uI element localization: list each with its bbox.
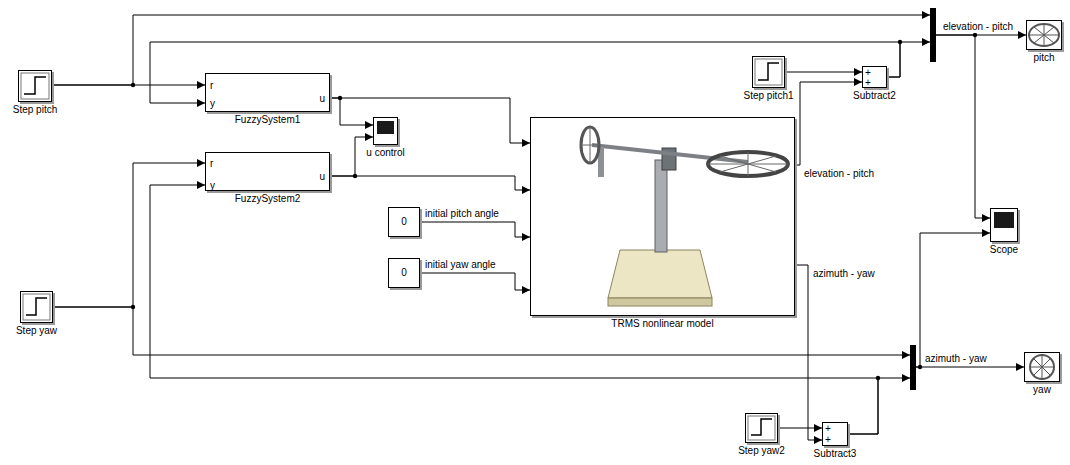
signal-label: elevation - pitch xyxy=(942,21,1014,33)
signal-line xyxy=(420,222,530,237)
block-name: Step pitch1 xyxy=(743,90,793,102)
block-name: TRMS nonlinear model xyxy=(611,318,713,330)
port-label: u xyxy=(319,93,325,105)
fuzzy-block: ryuFuzzySystem1 xyxy=(205,73,330,112)
block-name: Step pitch xyxy=(13,104,57,116)
block-name: u control xyxy=(366,147,404,159)
plant-block: TRMS nonlinear model xyxy=(530,117,795,316)
step-icon xyxy=(21,73,49,99)
sum-block: ++Subtract3 xyxy=(822,422,848,446)
signal-line xyxy=(916,367,1024,368)
step-curve xyxy=(751,419,772,435)
block-name: Step yaw xyxy=(16,325,57,337)
block-name: FuzzySystem2 xyxy=(235,193,301,205)
tail-rotor-spokes xyxy=(581,127,599,163)
signal-line xyxy=(936,35,990,218)
signal-label: elevation - pitch xyxy=(803,168,875,180)
signal-line xyxy=(848,378,910,434)
signal-line xyxy=(330,176,530,190)
signal-line xyxy=(795,82,862,165)
signal-label: azimuth - yaw xyxy=(812,268,876,280)
port-label: y xyxy=(210,180,215,192)
signal-line xyxy=(330,98,530,143)
tail-rotor xyxy=(581,127,599,163)
scope-screen xyxy=(377,121,394,134)
step-block: Step pitch1 xyxy=(752,56,785,88)
port-label: + xyxy=(825,434,831,446)
scope-block: u control xyxy=(373,117,398,145)
wheel-spokes xyxy=(1029,24,1059,46)
block-name: pitch xyxy=(1033,52,1054,64)
signal-line xyxy=(778,428,822,429)
wheel-icon xyxy=(1029,24,1059,46)
signal-line xyxy=(785,72,862,73)
trms-illustration xyxy=(581,127,788,306)
signal-line xyxy=(420,273,530,290)
port-label: u xyxy=(319,171,325,183)
scope-icons xyxy=(377,121,1014,228)
block-value: 0 xyxy=(389,216,419,228)
signal-label: azimuth - yaw xyxy=(924,353,988,365)
scope-block: Scope xyxy=(990,208,1018,242)
signal-line xyxy=(916,233,990,367)
step-icon xyxy=(748,416,775,440)
step-block: Step pitch xyxy=(18,70,52,102)
block-name: Step yaw2 xyxy=(738,445,785,457)
scope-screen xyxy=(994,212,1014,228)
step-curve xyxy=(26,298,47,315)
signal-label: initial pitch angle xyxy=(424,208,500,220)
block-value: 0 xyxy=(389,267,419,279)
yaw-display: yaw xyxy=(1024,352,1060,382)
signal-label: initial yaw angle xyxy=(424,259,497,271)
pitch-display: pitch xyxy=(1026,20,1062,50)
fuzzy-block: ryuFuzzySystem2 xyxy=(205,152,330,191)
signal-line xyxy=(53,307,910,355)
port-label: y xyxy=(210,98,215,110)
constant-block: 0 xyxy=(388,258,420,288)
trms-base-foot xyxy=(608,298,712,306)
trms-base xyxy=(608,250,712,298)
port-label: r xyxy=(210,80,213,92)
constant-block: 0 xyxy=(388,207,420,237)
signal-line xyxy=(330,98,373,125)
block-name: yaw xyxy=(1033,384,1051,396)
signal-line xyxy=(795,265,822,440)
block-name: Subtract2 xyxy=(853,90,896,102)
block-name: Scope xyxy=(990,244,1018,256)
port-label: + xyxy=(865,77,871,89)
step-block: Step yaw xyxy=(20,291,53,323)
step-block: Step yaw2 xyxy=(745,413,778,443)
block-name: Subtract3 xyxy=(814,448,857,460)
signal-line xyxy=(887,42,930,77)
port-label: r xyxy=(210,158,213,170)
step-icon xyxy=(755,59,782,85)
mux-bar xyxy=(930,8,936,62)
branch-points xyxy=(131,33,977,380)
step-curve xyxy=(758,63,779,80)
block-name: FuzzySystem1 xyxy=(235,114,301,126)
main-rotor-spokes xyxy=(708,152,788,176)
main-rotor xyxy=(708,152,788,176)
wheel-spokes xyxy=(1030,355,1054,379)
signal-line xyxy=(52,15,930,85)
mux-bar xyxy=(910,345,916,390)
wheel-icon xyxy=(1030,355,1054,379)
step-icon xyxy=(23,294,50,320)
port-label: + xyxy=(825,423,831,435)
step-curve xyxy=(24,77,46,94)
wheel-icons xyxy=(1029,24,1059,379)
trms-pole xyxy=(655,160,667,252)
signal-line xyxy=(150,185,878,434)
sum-block: ++Subtract2 xyxy=(862,66,887,88)
